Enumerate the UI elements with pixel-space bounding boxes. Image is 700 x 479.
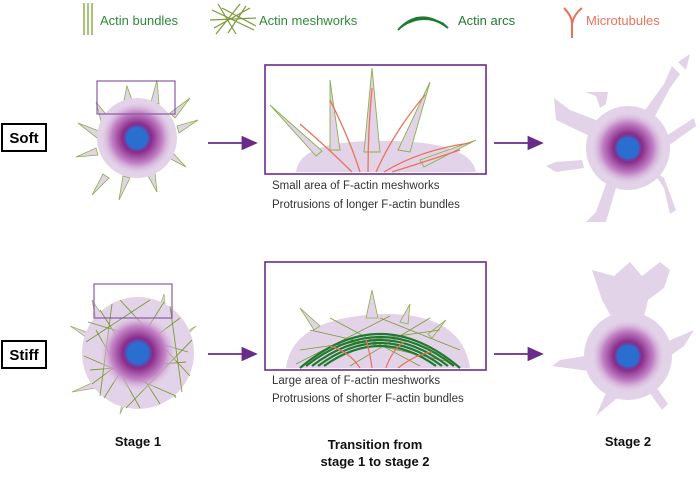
legend-label-actin-meshworks: Actin meshworks xyxy=(259,13,358,28)
soft-stage2-cell xyxy=(546,54,696,222)
stage1-label: Stage 1 xyxy=(115,434,161,449)
soft-stage1-cell xyxy=(75,79,199,201)
arrows xyxy=(208,135,544,362)
actin-arcs-icon xyxy=(397,16,449,31)
actin-bundles-icon xyxy=(83,3,93,35)
transition-label-line1: Transition from xyxy=(328,437,423,452)
stiff-transition-protrusions xyxy=(299,289,447,339)
soft-transition-text-2: Protrusions of longer F-actin bundles xyxy=(272,199,460,211)
stiff-transition-arcs xyxy=(299,332,461,369)
stiff-transition-text-1: Large area of F-actin meshworks xyxy=(272,375,440,387)
actin-meshworks-icon xyxy=(209,3,257,35)
row-label-stiff: Stiff xyxy=(1,340,47,369)
svg-text:Soft: Soft xyxy=(9,130,38,147)
stiff-stage1-cell xyxy=(69,283,197,415)
stiff-zoom-region xyxy=(93,283,173,319)
stiff-stage2-cell xyxy=(552,262,694,416)
row-label-soft: Soft xyxy=(1,123,47,152)
stage2-label: Stage 2 xyxy=(605,434,651,449)
soft-zoom-region xyxy=(96,80,176,115)
soft-transition-text-1: Small area of F-actin meshworks xyxy=(272,180,440,192)
soft-transition-panel: Small area of F-actin meshworks Protrusi… xyxy=(264,64,487,211)
soft-transition-microtubules xyxy=(299,87,471,173)
legend-label-actin-bundles: Actin bundles xyxy=(100,13,179,28)
transition-label-line2: stage 1 to stage 2 xyxy=(320,454,429,469)
stiff-transition-panel: Large area of F-actin meshworks Protrusi… xyxy=(264,261,487,405)
legend-label-microtubules: Microtubules xyxy=(586,13,660,28)
legend: Actin bundles Actin meshworks Actin arcs… xyxy=(83,3,660,38)
microtubules-icon xyxy=(563,7,583,38)
stiff-transition-microtubules xyxy=(329,339,433,369)
legend-label-actin-arcs: Actin arcs xyxy=(458,13,516,28)
svg-text:Stiff: Stiff xyxy=(9,347,39,364)
stiff-transition-text-2: Protrusions of shorter F-actin bundles xyxy=(272,393,464,405)
